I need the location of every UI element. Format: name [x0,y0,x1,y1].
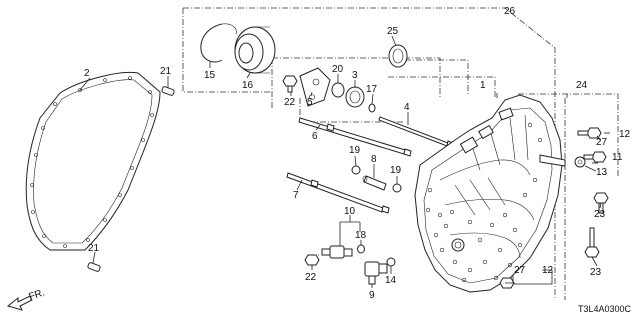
part-o-ring-19-left [351,165,361,175]
callout-4: 4 [404,102,410,113]
diagram-code: T3L4A0300C [578,304,632,314]
part-o-ring-19-right [392,183,402,193]
callout-9: 9 [369,290,375,301]
callout-21-lower: 21 [88,243,100,254]
callout-5: 5 [307,97,313,108]
callout-23-upper: 23 [594,209,606,220]
callout-23-lower: 23 [590,267,602,278]
callout-11: 11 [612,152,623,163]
callout-27-lower: 27 [514,265,526,276]
callout-19-left: 19 [349,145,361,156]
part-sensor-10 [321,245,353,259]
front-direction-arrow: FR. [6,287,47,311]
callout-12-upper: 12 [619,129,631,140]
direction-label: FR. [28,287,47,302]
callout-3: 3 [352,70,358,81]
part-plate [299,67,331,107]
callout-25: 25 [387,26,399,37]
callout-21-upper: 21 [160,66,172,77]
part-pipe [362,175,387,191]
callout-17: 17 [366,84,378,95]
callout-10: 10 [344,206,356,217]
callout-22-lower: 22 [305,272,317,283]
callout-20: 20 [332,64,344,75]
callout-24: 24 [576,80,588,91]
callout-14: 14 [385,275,397,286]
callout-1: 1 [480,80,486,91]
callout-15: 15 [204,70,216,81]
part-sensor-9 [364,261,388,285]
callout-7: 7 [293,190,299,201]
callout-27-upper: 27 [596,137,608,148]
part-bolt-23-lower [584,227,600,258]
callout-22-upper: 22 [284,97,296,108]
callout-labels: 26 25 15 16 2 21 1 20 3 17 22 5 4 24 6 2… [84,6,631,301]
part-shaft-7 [286,172,390,214]
callout-12-lower: 12 [542,265,554,276]
callout-18: 18 [355,230,367,241]
part-washer-13 [574,156,586,168]
part-transmission-case [414,94,566,293]
part-gasket [25,71,161,251]
part-bearing [234,26,276,74]
callout-2: 2 [84,68,90,79]
leader-lines [79,35,610,288]
callout-8: 8 [371,154,377,165]
part-bushing [345,86,365,108]
callout-16: 16 [242,80,254,91]
part-shaft-6 [298,117,412,157]
part-bolt-upper [282,75,298,93]
part-oil-seal [388,44,408,68]
part-bolt-lower [304,254,320,266]
part-dowel-pin-upper [161,86,175,96]
part-dowel-pin-lower [87,262,101,272]
part-o-ring-14 [386,257,396,267]
callout-19-right: 19 [390,165,402,176]
part-bolt-11 [583,151,607,163]
part-o-ring-20 [331,82,345,98]
part-o-ring-18 [357,244,365,254]
callout-6: 6 [312,131,318,142]
callout-26: 26 [504,6,516,17]
part-ring-17 [368,103,376,113]
part-snap-ring [200,23,237,63]
callout-13: 13 [596,167,608,178]
part-shaft-4 [378,116,456,150]
